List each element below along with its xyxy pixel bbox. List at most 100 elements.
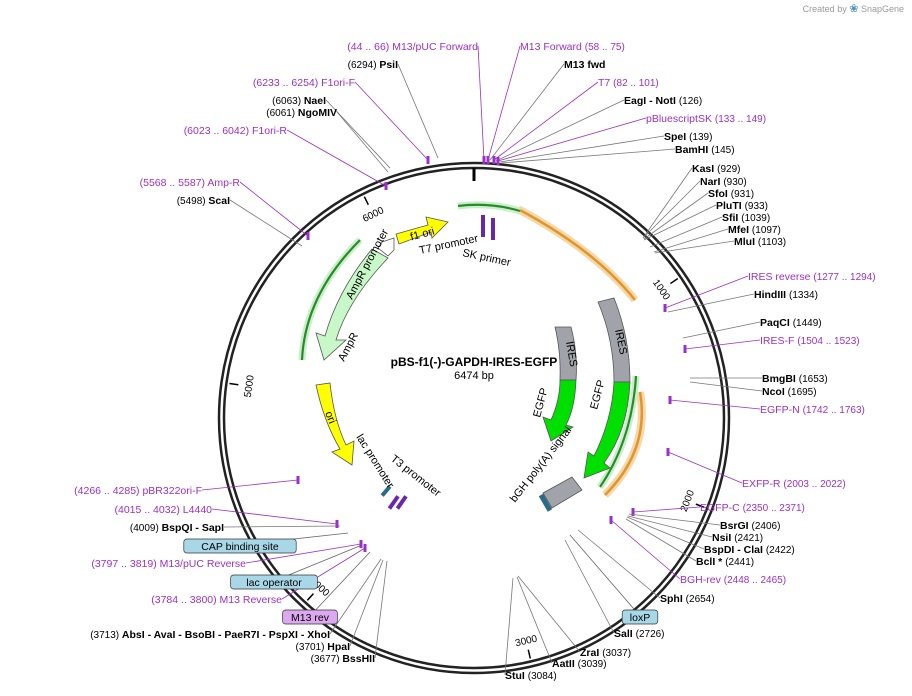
tick-label-1000: 1000 [650, 278, 672, 303]
loxp-box [621, 609, 659, 625]
leader-ires-f [684, 339, 761, 350]
leader-t7 [493, 81, 599, 161]
ires-f-name: IRES-F [760, 335, 797, 347]
primer-site-m13-forward [486, 156, 490, 164]
eagi-noti-position: (126) [679, 96, 702, 107]
brand-prefix: Created by [802, 4, 847, 14]
ires-f-range: (1504 .. 1523) [797, 336, 859, 347]
leader-psii [397, 63, 439, 159]
m13-forward-name: M13 Forward [520, 41, 585, 53]
leader-pbluescriptsk [497, 117, 647, 162]
leader-kasi [642, 167, 693, 239]
bamhi-position: (145) [711, 145, 734, 156]
sphi-label: SphI (2654) [660, 593, 715, 605]
egfp-c-label: EGFP-C (2350 .. 2371) [700, 502, 805, 514]
paqci-label: PaqCI (1449) [760, 317, 822, 329]
aatii-name: AatII [552, 658, 578, 670]
pbluescriptsk-name: pBluescriptSK [646, 113, 715, 125]
nsii-name: NsiI [712, 532, 734, 544]
bsshii-name: BssHII [342, 653, 375, 665]
absi-avai-bsobi-paer7i-pspxi-xhoi-position: (3713) [90, 630, 122, 641]
ires-reverse-name: IRES reverse [748, 271, 813, 283]
green-arc-right-line [599, 375, 638, 488]
tick-mark-5000 [229, 382, 239, 386]
leader-ncoi [689, 381, 763, 392]
leader-egfp-c [632, 506, 701, 513]
mfei-label: MfeI (1097) [728, 224, 781, 236]
f1ori-f-range: (6233 .. 6254) [253, 77, 321, 89]
leader-bamhi [500, 148, 676, 164]
leader-m13-puc-forward [477, 45, 485, 161]
scai-name: ScaI [208, 195, 230, 207]
amp-r-name: Amp-R [207, 177, 240, 189]
eagi-noti-label: EagI - NotI (126) [624, 95, 702, 107]
primer-marks [380, 215, 553, 512]
bsrgi-position: (2406) [752, 521, 781, 532]
leader-sfoi [643, 192, 709, 240]
aatii-label: AatII (3039) [552, 658, 607, 670]
nari-position: (930) [723, 177, 746, 188]
pbluescriptsk-label: pBluescriptSK (133 .. 149) [646, 113, 766, 125]
ires-reverse-range: (1277 .. 1294) [813, 272, 875, 283]
pluti-position: (933) [745, 201, 768, 212]
bspdi-clai-name: BspDI - ClaI [704, 544, 766, 556]
egfp-outer-arrow [583, 381, 631, 479]
primer-site-f1ori-r [384, 182, 388, 190]
l4440-range: (4015 .. 4032) [115, 504, 183, 516]
bmgbi-label: BmgBI (1653) [762, 373, 828, 385]
t7-label: T7 (82 .. 101) [598, 77, 659, 89]
stui-position: (3084) [528, 671, 557, 682]
ori-label: ori [322, 410, 338, 426]
sfii-position: (1039) [741, 213, 770, 224]
leader-hindiii [667, 293, 755, 313]
egfp-inner-label: EGFP [531, 387, 550, 419]
feature-arcs [298, 201, 646, 498]
primer-site-amp-r [306, 232, 310, 240]
tick-mark-6000 [363, 196, 370, 206]
tick-label-5000: 5000 [243, 374, 257, 398]
leader-sali [564, 539, 615, 634]
sphi-position: (2654) [686, 594, 715, 605]
psii-position: (6294) [348, 60, 380, 71]
tick-mark-3000 [527, 649, 532, 659]
m13-puc-reverse-label: (3797 .. 3819) M13/pUC Reverse [91, 558, 246, 570]
egfp-n-name: EGFP-N [760, 404, 803, 416]
egfp-inner-arrow [542, 379, 577, 442]
bspqi-sapi-name: BspQI - SapI [162, 522, 225, 534]
primer-mark-1 [481, 215, 485, 237]
sali-label: SalI (2726) [614, 628, 665, 640]
leader-paqci [682, 321, 761, 339]
ncoi-name: NcoI [762, 386, 788, 398]
hindiii-position: (1334) [789, 290, 818, 301]
mfei-position: (1097) [752, 225, 781, 236]
primer-mark-2 [491, 218, 495, 240]
ori-arrow [315, 382, 355, 466]
primer-site-egfp-c [631, 508, 635, 516]
leader-m13-forward [487, 45, 521, 161]
kasi-position: (929) [717, 164, 740, 175]
nsii-label: NsiI (2421) [712, 532, 763, 544]
zrai-label: ZraI (3037) [580, 647, 631, 659]
naei-label: (6063) NaeI [272, 95, 326, 107]
leader-eagi-noti [495, 99, 625, 162]
ires-inner-label: IRES [563, 340, 579, 367]
ngomiv-position: (6061) [266, 108, 298, 119]
zrai-position: (3037) [602, 648, 631, 659]
loxp-mark [538, 493, 553, 512]
sali-name: SalI [614, 628, 636, 640]
egfp-c-range: (2350 .. 2371) [743, 503, 805, 514]
f1ori-f-name: F1ori-F [321, 77, 355, 89]
mlui-label: MluI (1103) [734, 236, 786, 248]
mlui-position: (1103) [758, 237, 786, 248]
cap-binding-site-label: CAP binding site [201, 541, 279, 553]
f1ori-f-label: (6233 .. 6254) F1ori-F [253, 77, 355, 89]
pbr322ori-f-name: pBR322ori-F [142, 485, 202, 497]
f1ori-r-label: (6023 .. 6042) F1ori-R [184, 125, 288, 137]
m13-fwd-label: M13 fwd [564, 59, 605, 71]
leader-m13-fwd [489, 63, 565, 161]
pbluescriptsk-range: (133 .. 149) [715, 114, 766, 125]
ngomiv-name: NgoMIV [298, 107, 337, 119]
spei-position: (139) [689, 132, 712, 143]
t7-range: (82 .. 101) [613, 78, 659, 89]
